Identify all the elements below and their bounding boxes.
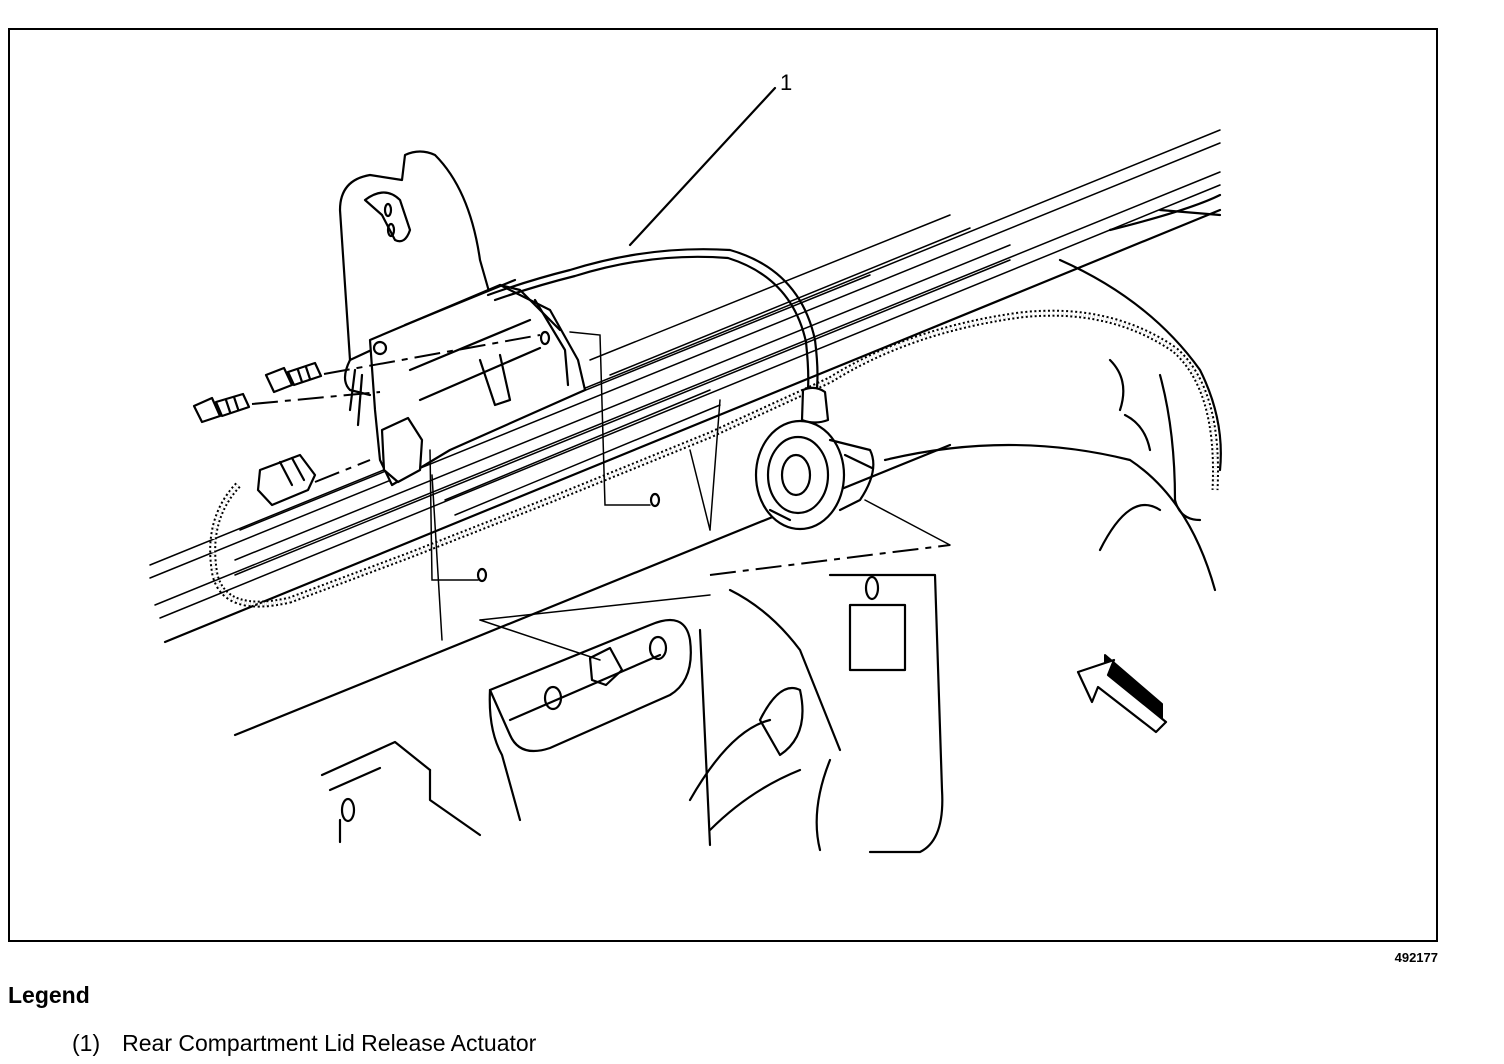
release-actuator bbox=[348, 278, 587, 487]
view-direction-arrow bbox=[1076, 654, 1168, 734]
mounting-hole-leaders bbox=[429, 331, 951, 661]
callout-number: 1 bbox=[780, 70, 792, 95]
harness-connector bbox=[256, 453, 371, 507]
actuator-diagram: 1 bbox=[149, 70, 1222, 854]
diagram-frame: 1 bbox=[8, 28, 1438, 942]
bolt-upper bbox=[264, 334, 541, 394]
legend-item: (1) Rear Compartment Lid Release Actuato… bbox=[72, 1030, 536, 1057]
crossmember-rails bbox=[149, 129, 1222, 737]
wheel-well-panels bbox=[883, 193, 1222, 592]
callout-1: 1 bbox=[628, 70, 792, 247]
bolt-lower bbox=[192, 391, 381, 424]
legend-item-label: Rear Compartment Lid Release Actuator bbox=[122, 1030, 537, 1056]
legend-title: Legend bbox=[8, 982, 90, 1008]
legend-item-number: (1) bbox=[72, 1030, 101, 1056]
figure-id: 492177 bbox=[1394, 950, 1438, 965]
cable-grommet bbox=[754, 386, 875, 531]
release-cable bbox=[486, 248, 819, 402]
lower-body-panels bbox=[320, 573, 944, 854]
